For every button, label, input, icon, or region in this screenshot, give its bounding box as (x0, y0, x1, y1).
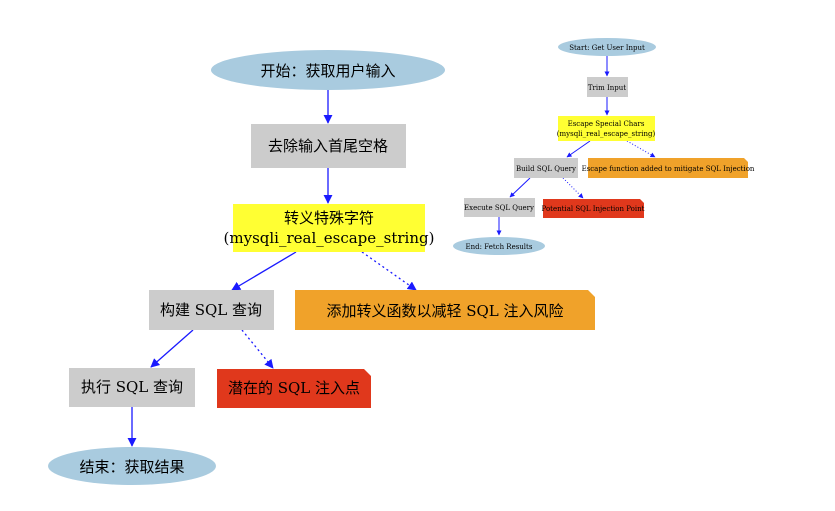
node-trim: 去除输入首尾空格 (251, 124, 406, 168)
small-edge-build-execute (509, 177, 531, 198)
small-node-escape: Escape Special Chars (mysqli_real_escape… (557, 116, 656, 141)
node-start-label: 开始：获取用户输入 (260, 62, 395, 80)
node-build: 构建 SQL 查询 (149, 290, 274, 330)
small-node-build: Build SQL Query (514, 158, 578, 178)
small-node-start-label: Start: Get User Input (569, 44, 645, 52)
node-escape-label-line2: (mysqli_real_escape_string) (224, 229, 435, 247)
note-escape: 添加转义函数以减轻 SQL 注入风险 (295, 290, 595, 330)
node-escape: 转义特殊字符 (mysqli_real_escape_string) (224, 204, 435, 252)
small-edge-build-note (562, 177, 584, 199)
small-node-execute-label: Execute SQL Query (464, 204, 534, 212)
small-node-escape-label-line2: (mysqli_real_escape_string) (557, 130, 656, 138)
small-node-trim: Trim Input (587, 77, 628, 97)
large-diagram: 开始：获取用户输入 去除输入首尾空格 转义特殊字符 (mysqli_real_e… (48, 50, 595, 485)
small-node-escape-label-line1: Escape Special Chars (568, 120, 645, 128)
edge-escape-build (231, 251, 297, 291)
node-end: 结束：获取结果 (48, 447, 216, 485)
small-note-escape: Escape function added to mitigate SQL In… (582, 158, 755, 178)
node-build-label: 构建 SQL 查询 (160, 301, 262, 319)
note-injection-label: 潜在的 SQL 注入点 (228, 379, 360, 397)
small-node-start: Start: Get User Input (558, 38, 656, 56)
small-node-execute: Execute SQL Query (464, 198, 535, 217)
node-trim-label: 去除输入首尾空格 (268, 137, 388, 155)
small-edge-escape-build (566, 140, 591, 158)
note-injection: 潜在的 SQL 注入点 (217, 369, 371, 408)
small-edge-escape-note (626, 140, 656, 158)
small-note-escape-label: Escape function added to mitigate SQL In… (582, 165, 755, 173)
edge-build-note (241, 329, 274, 369)
edge-build-execute (150, 329, 194, 368)
node-escape-label-line1: 转义特殊字符 (284, 209, 374, 227)
edge-escape-note (361, 251, 417, 291)
small-node-trim-label: Trim Input (588, 84, 626, 92)
small-node-end: End: Fetch Results (453, 237, 545, 255)
small-node-end-label: End: Fetch Results (466, 243, 533, 251)
node-start: 开始：获取用户输入 (211, 50, 445, 90)
node-execute-label: 执行 SQL 查询 (81, 378, 183, 396)
small-diagram: Start: Get User Input Trim Input Escape … (453, 38, 755, 255)
small-note-injection: Potential SQL Injection Point (542, 199, 645, 218)
note-escape-label: 添加转义函数以减轻 SQL 注入风险 (326, 302, 563, 320)
small-node-build-label: Build SQL Query (516, 165, 576, 173)
node-execute: 执行 SQL 查询 (69, 368, 195, 407)
small-note-injection-label: Potential SQL Injection Point (542, 205, 645, 213)
node-end-label: 结束：获取结果 (79, 458, 184, 476)
